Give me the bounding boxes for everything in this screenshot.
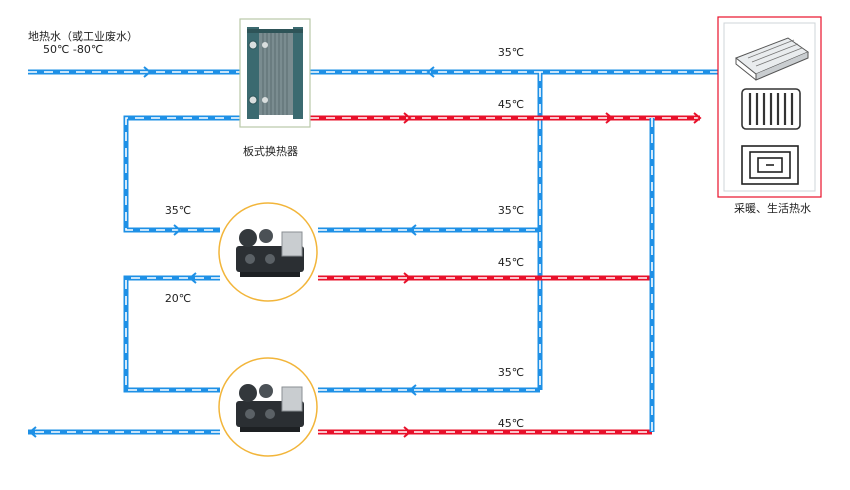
chiller-unit-icon [236, 384, 304, 432]
radiator-icon [741, 88, 801, 130]
temp-label-hp2-return: 35℃ [498, 366, 524, 379]
pipe-dash-overlay [125, 277, 220, 391]
user-end-box [717, 16, 822, 198]
temp-label-hp1-source-out: 20℃ [165, 292, 191, 305]
fan-coil-icon [735, 37, 810, 81]
flow-arrow-left-icon [28, 426, 37, 438]
chiller-unit-icon [236, 229, 304, 277]
source-temp-range: 50℃ -80℃ [43, 43, 104, 56]
flow-arrow-left-icon [188, 272, 197, 284]
floor-heating-icon [741, 145, 799, 185]
flow-arrow-left-icon [408, 384, 417, 396]
flow-arrow-right-icon [403, 272, 412, 284]
flow-arrow-right-icon [403, 426, 412, 438]
user-end-label: 采暖、生活热水 [734, 202, 811, 215]
heat-pump-2 [218, 357, 318, 457]
pipe-dash-overlay [125, 117, 240, 231]
temp-label-hp1-source-in: 35℃ [165, 204, 191, 217]
cold-pipes [28, 69, 720, 435]
flow-arrow-right-icon [403, 112, 412, 124]
pipe-network [28, 69, 720, 435]
plate-heat-exchanger [239, 18, 311, 128]
temp-label-hx-return: 35℃ [498, 46, 524, 59]
temp-label-hp1-return: 35℃ [498, 204, 524, 217]
flow-arrow-right-icon [173, 224, 182, 236]
flow-arrow-right-icon [605, 112, 614, 124]
heat-pump-1 [218, 202, 318, 302]
flow-arrows [28, 66, 702, 438]
temp-label-hx-supply: 45℃ [498, 98, 524, 111]
temp-label-hp1-supply: 45℃ [498, 256, 524, 269]
temp-label-hp2-supply: 45℃ [498, 417, 524, 430]
plate-heat-exchanger-icon [247, 27, 303, 119]
heat-exchanger-label: 板式换热器 [243, 145, 298, 158]
source-title: 地热水（或工业废水） [28, 30, 138, 43]
flow-arrow-right-icon [693, 112, 702, 124]
flow-arrow-left-icon [426, 66, 435, 78]
flow-arrow-left-icon [408, 224, 417, 236]
hot-pipes [310, 115, 700, 435]
flow-arrow-right-icon [143, 66, 152, 78]
